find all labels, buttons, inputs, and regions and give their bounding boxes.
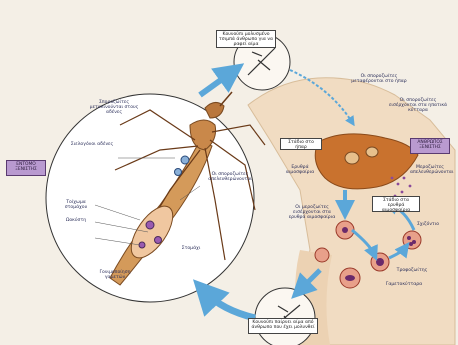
label-midgut: Στομάχι (176, 246, 206, 251)
host-phase-tag: ΑΝΘΡΩΠΟΣ ΞΕΝΙΣΤΗΣ (410, 138, 450, 154)
label-salivary: Σιελογόνοι αδένες (66, 142, 118, 147)
label-schizont: Σχιζόντιο (410, 222, 446, 227)
label-sporozoites-mosquito: Σποροζωίτες μετακινούνται στους αδένες (82, 100, 146, 116)
salivary-gland (181, 156, 189, 164)
mosquito-inset-circle (46, 94, 254, 302)
salivary-gland (175, 169, 182, 176)
label-oocyst-burst: Οι σποροζωίτες απελευθερώνονται (202, 172, 258, 182)
label-gametocytes: Γαμετοκύτταρα (378, 282, 430, 287)
label-trophozoite: Τροφοζωίτης (392, 268, 432, 273)
label-rbc-enter: Οι μεροζωίτες εισέρχονται στα ερυθρά αιμ… (286, 205, 338, 221)
arrow-mosquito-to-bite (200, 72, 232, 95)
arrow-bite-to-mosquito (205, 292, 255, 318)
red-blood-cell (403, 231, 421, 249)
label-merozoites-released: Μεροζωίτες απελευθερώνονται (410, 165, 450, 175)
label-liver-cells: Οι σποροζωίτες εισέρχονται στα ηπατικά κ… (386, 98, 450, 114)
mosquito-proboscis (220, 92, 232, 106)
liver-stage-box: Στάδιο στο ήπαρ (280, 138, 322, 150)
mosquito-phase-tag: ΕΝΤΟΜΟ ΞΕΝΙΣΤΗΣ (6, 160, 46, 176)
label-red-cells: Ερυθρά αιμοσφαίρια (280, 165, 320, 175)
liver-cell (345, 152, 359, 164)
liver-cell (366, 147, 378, 157)
blood-stage-box: Στάδιο στα ερυθρά αιμοσφαίρια (372, 196, 420, 212)
oocyst (155, 237, 162, 244)
label-fertilization: Γονιμοποίηση γαμετών (90, 270, 140, 280)
label-sporozoites-blood: Οι σποροζωίτες μεταφέρονται στο ήπαρ (350, 74, 408, 84)
bottom-bite-box: Κουνούπι παίρνει αίμα από άνθρωπο που έχ… (248, 318, 318, 334)
red-blood-cell (315, 248, 329, 262)
top-bite-box: Κουνούπι μολυσμένο τσιμπά άνθρωπο για να… (216, 30, 276, 48)
label-oocyst: Ωοκύστη (56, 218, 96, 223)
label-gut-wall: Τοίχωμα στομάχου (56, 200, 96, 210)
oocyst (146, 221, 154, 229)
